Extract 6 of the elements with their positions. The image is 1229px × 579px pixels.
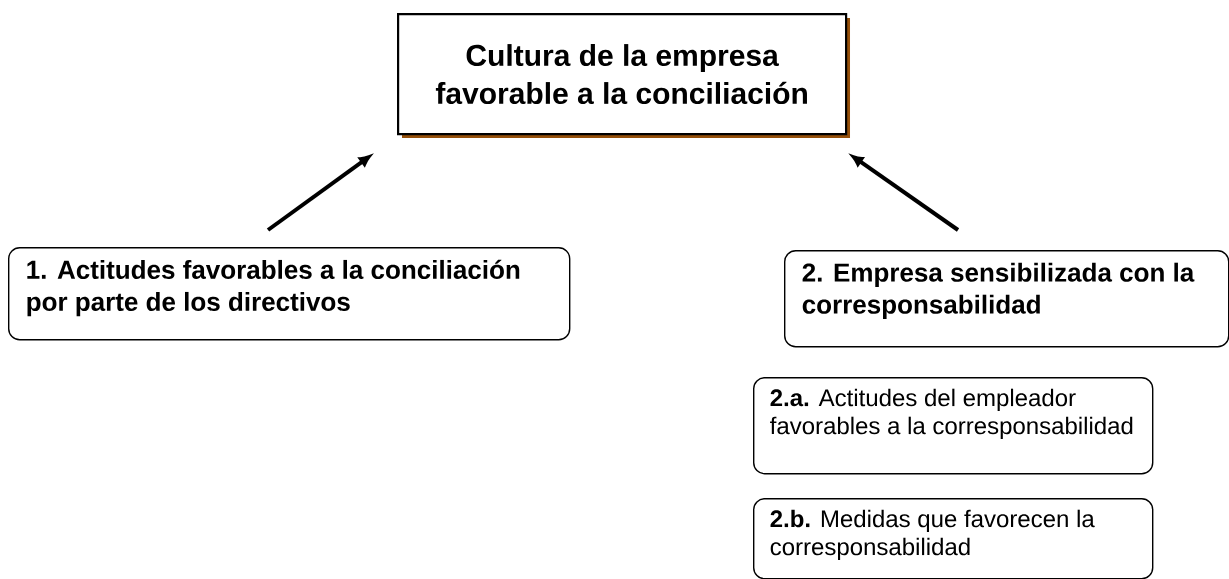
title-box: Cultura de la empresa favorable a la conciliación — [397, 13, 850, 138]
subcategory-box: 2.a. Actitudes del empleador favorables a la corresponsabilidad — [753, 377, 1154, 475]
subcategory-box: 2.b. Medidas que favorecen la corresponsabilidad — [753, 498, 1154, 579]
arrow — [851, 155, 960, 232]
category-box: 2. Empresa sensibilizada con la corresponsabilidad — [784, 250, 1229, 348]
category-box: 1. Actitudes favorables a la conciliación por parte de los directivos — [8, 247, 571, 341]
